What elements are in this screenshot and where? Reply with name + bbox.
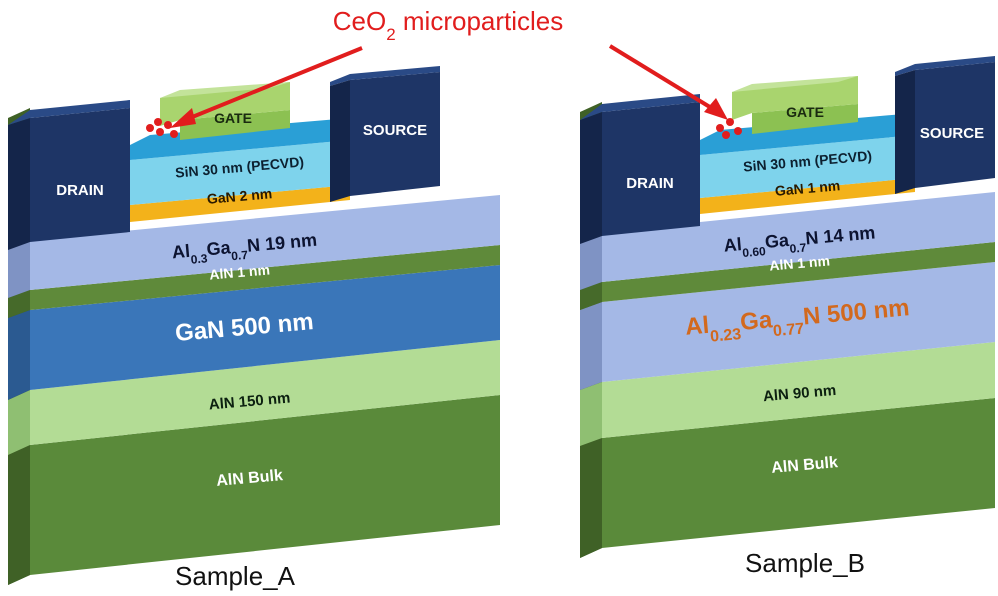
sample-a-source-label: SOURCE (363, 122, 427, 139)
sample-b-caption: Sample_B (745, 548, 865, 578)
annotation-arrow-left (179, 46, 363, 124)
sample-b-sin-layer (700, 135, 915, 198)
sample-b-bulk-layer (602, 398, 995, 548)
sample-a-interlayer-label: AlN 1 nm (209, 261, 271, 282)
sample-a-cap-layer (130, 185, 350, 222)
sample-a-drain (30, 108, 130, 242)
sample-a-gate-label: GATE (214, 110, 252, 126)
sample-a-cap-label: GaN 2 nm (206, 185, 273, 207)
sample-a-bulk-label: AlN Bulk (216, 467, 284, 490)
sample-a-source (350, 72, 440, 196)
sample-b-gate-label: GATE (786, 104, 824, 120)
sample-b-drain (602, 102, 700, 236)
annotation-arrow-right (608, 44, 720, 114)
sample-b-source (915, 62, 995, 188)
sample-b-device: DRAIN SOURCE GATE SiN 30 nm (PECVD) GaN … (580, 56, 995, 578)
sample-b-drain-label: DRAIN (626, 175, 674, 192)
sample-a-ceo2-particles (146, 118, 178, 138)
sample-a-device: DRAIN SOURCE GATE SiN 30 nm (PECVD) GaN … (8, 66, 500, 591)
sample-b-source-label: SOURCE (920, 125, 984, 142)
sample-b-cap-layer (700, 178, 915, 214)
ceo2-annotation: CeO2 microparticles (170, 6, 728, 128)
sample-a-channel-layer (30, 265, 500, 390)
sample-b-cap-label: GaN 1 nm (774, 177, 841, 199)
ceo2-annotation-label: CeO2 microparticles (333, 6, 564, 44)
sample-a-barrier-layer (30, 195, 500, 290)
sample-a-buffer-layer (30, 340, 500, 445)
sample-b-barrier-layer (602, 192, 995, 282)
sample-a-caption: Sample_A (175, 561, 296, 591)
sample-b-gate (752, 104, 858, 134)
sample-b-interlayer (602, 242, 995, 302)
sample-a-interlayer (30, 245, 500, 310)
sample-b-buffer-layer (602, 342, 995, 438)
sample-a-drain-label: DRAIN (56, 182, 104, 199)
sample-a-sin-layer (130, 140, 350, 205)
sample-b-interlayer-label: AlN 1 nm (769, 252, 831, 273)
sample-a-bulk-layer (30, 395, 500, 575)
sample-b-buffer-label: AlN 90 nm (762, 382, 837, 405)
sample-b-bulk-label: AlN Bulk (771, 454, 839, 477)
